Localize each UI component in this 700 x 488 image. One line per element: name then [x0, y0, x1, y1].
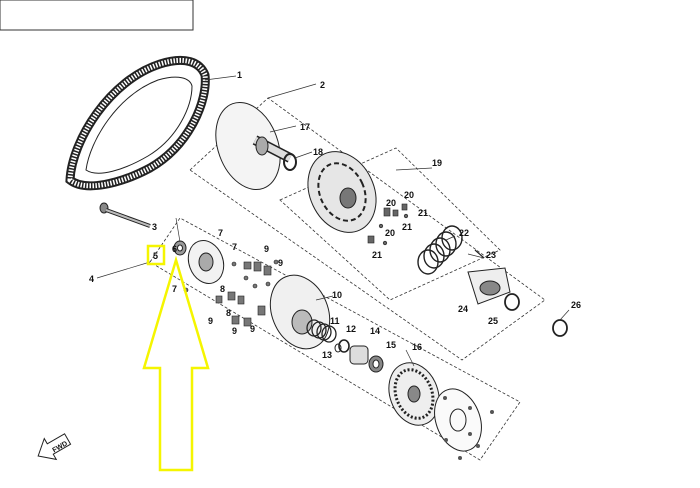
callout-13: 13	[322, 350, 332, 360]
callout-9d: 9	[232, 326, 237, 336]
callout-7c: 7	[172, 284, 177, 294]
callout-23: 23	[486, 250, 496, 260]
callout-7a: 7	[218, 228, 223, 238]
callout-10: 10	[332, 290, 342, 300]
callout-25: 25	[488, 316, 498, 326]
callout-19: 19	[432, 158, 442, 168]
callout-20c: 20	[385, 228, 395, 238]
assembly-outline-19	[279, 147, 501, 301]
bearing	[349, 345, 384, 373]
assembly-outline-4	[149, 217, 521, 461]
callout-14: 14	[370, 326, 380, 336]
callout-5: 5	[153, 251, 158, 261]
washer	[338, 339, 350, 353]
callout-9e: 9	[250, 324, 255, 334]
washer	[334, 343, 342, 353]
callout-3: 3	[152, 222, 157, 232]
callout-2: 2	[320, 80, 325, 90]
callout-15: 15	[386, 340, 396, 350]
cooling-fan	[388, 362, 440, 426]
callout-12: 12	[346, 324, 356, 334]
callout-4: 4	[89, 274, 94, 284]
highlight-arrow	[142, 255, 210, 472]
callout-9b: 9	[278, 258, 283, 268]
o-ring	[504, 293, 520, 311]
ramp-plate	[187, 240, 225, 284]
callout-21a: 21	[418, 208, 428, 218]
callout-9c: 9	[208, 316, 213, 326]
back-plate	[434, 388, 494, 460]
callout-18: 18	[313, 147, 323, 157]
callout-21c: 21	[372, 250, 382, 260]
callout-17: 17	[300, 122, 310, 132]
spider	[307, 151, 377, 233]
leader-lines	[96, 75, 570, 367]
callout-6: 6	[172, 244, 177, 254]
callout-7b: 7	[232, 242, 237, 252]
drive-belt	[65, 56, 210, 191]
callout-1: 1	[237, 70, 242, 80]
callout-21b: 21	[402, 222, 412, 232]
cover-plate	[467, 249, 511, 305]
rollers	[367, 203, 409, 246]
forward-arrow-icon: FWD	[37, 433, 72, 461]
highlight-box	[146, 244, 166, 266]
callout-9a: 9	[264, 244, 269, 254]
movable-sheave	[269, 274, 331, 350]
callout-24: 24	[458, 304, 468, 314]
callout-16: 16	[412, 342, 422, 352]
o-ring	[283, 153, 297, 171]
callout-11: 11	[330, 316, 340, 326]
fixed-sheave	[215, 101, 293, 191]
spring	[417, 225, 463, 275]
callout-22: 22	[459, 228, 469, 238]
callout-26: 26	[571, 300, 581, 310]
callout-20b: 20	[386, 198, 396, 208]
callout-20a: 20	[404, 190, 414, 200]
callout-8a: 8	[220, 284, 225, 294]
bolt	[99, 202, 151, 228]
clutch-spring	[306, 319, 337, 343]
weights-and-pins	[183, 259, 281, 327]
title-box	[0, 0, 194, 31]
callout-labels: 1 2 3 4 5 6 7 7 7 8 8 9 9 9 9 9 10 11 12…	[89, 70, 581, 360]
callout-8b: 8	[226, 308, 231, 318]
o-ring	[552, 319, 568, 337]
